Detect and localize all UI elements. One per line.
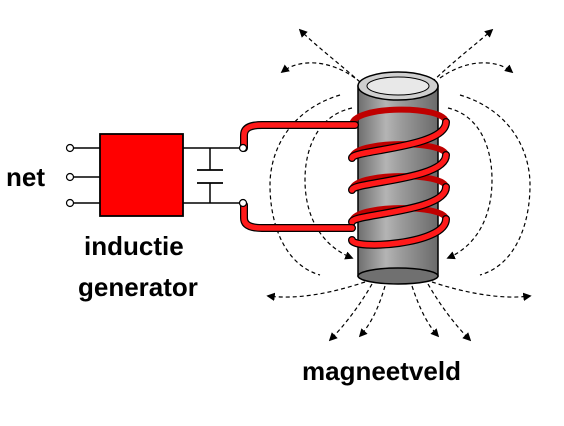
core-top-hollow <box>366 76 430 96</box>
terminal-circle-icon <box>238 143 248 153</box>
induction-coil-red <box>349 119 449 248</box>
terminal-circle-icon <box>238 198 248 208</box>
field-line-bottom-right-1 <box>431 281 532 302</box>
field-line-outer-left <box>269 94 341 276</box>
input-label: net <box>6 162 45 192</box>
field-line-bottom-right-3 <box>411 285 440 338</box>
generator-label-line1: inductie <box>84 231 184 261</box>
field-line-top-right <box>431 28 494 83</box>
field-line-inner-right <box>446 107 493 260</box>
field-label: magneetveld <box>302 356 461 386</box>
field-line-outer-left-top <box>280 62 356 79</box>
magnetic-field-lines <box>266 28 532 342</box>
terminal-circle-icon <box>65 172 75 182</box>
generator-wiring <box>73 147 240 204</box>
field-line-top-left <box>298 28 361 83</box>
field-line-inner-left <box>304 107 354 260</box>
core-bottom <box>357 267 439 285</box>
coil-leads <box>240 121 359 232</box>
input-terminals <box>65 143 248 208</box>
capacitor-icon <box>197 169 223 184</box>
field-line-bottom-right-2 <box>427 283 472 342</box>
terminal-circle-icon <box>65 198 75 208</box>
induction-generator-box <box>99 133 184 217</box>
field-line-outer-right <box>459 94 531 276</box>
field-line-bottom-left-3 <box>358 285 386 338</box>
terminal-circle-icon <box>65 143 75 153</box>
field-line-bottom-left-2 <box>328 283 373 342</box>
field-line-bottom-left-1 <box>266 281 366 301</box>
generator-label-line2: generator <box>78 272 198 302</box>
field-line-outer-right-top <box>439 62 514 79</box>
